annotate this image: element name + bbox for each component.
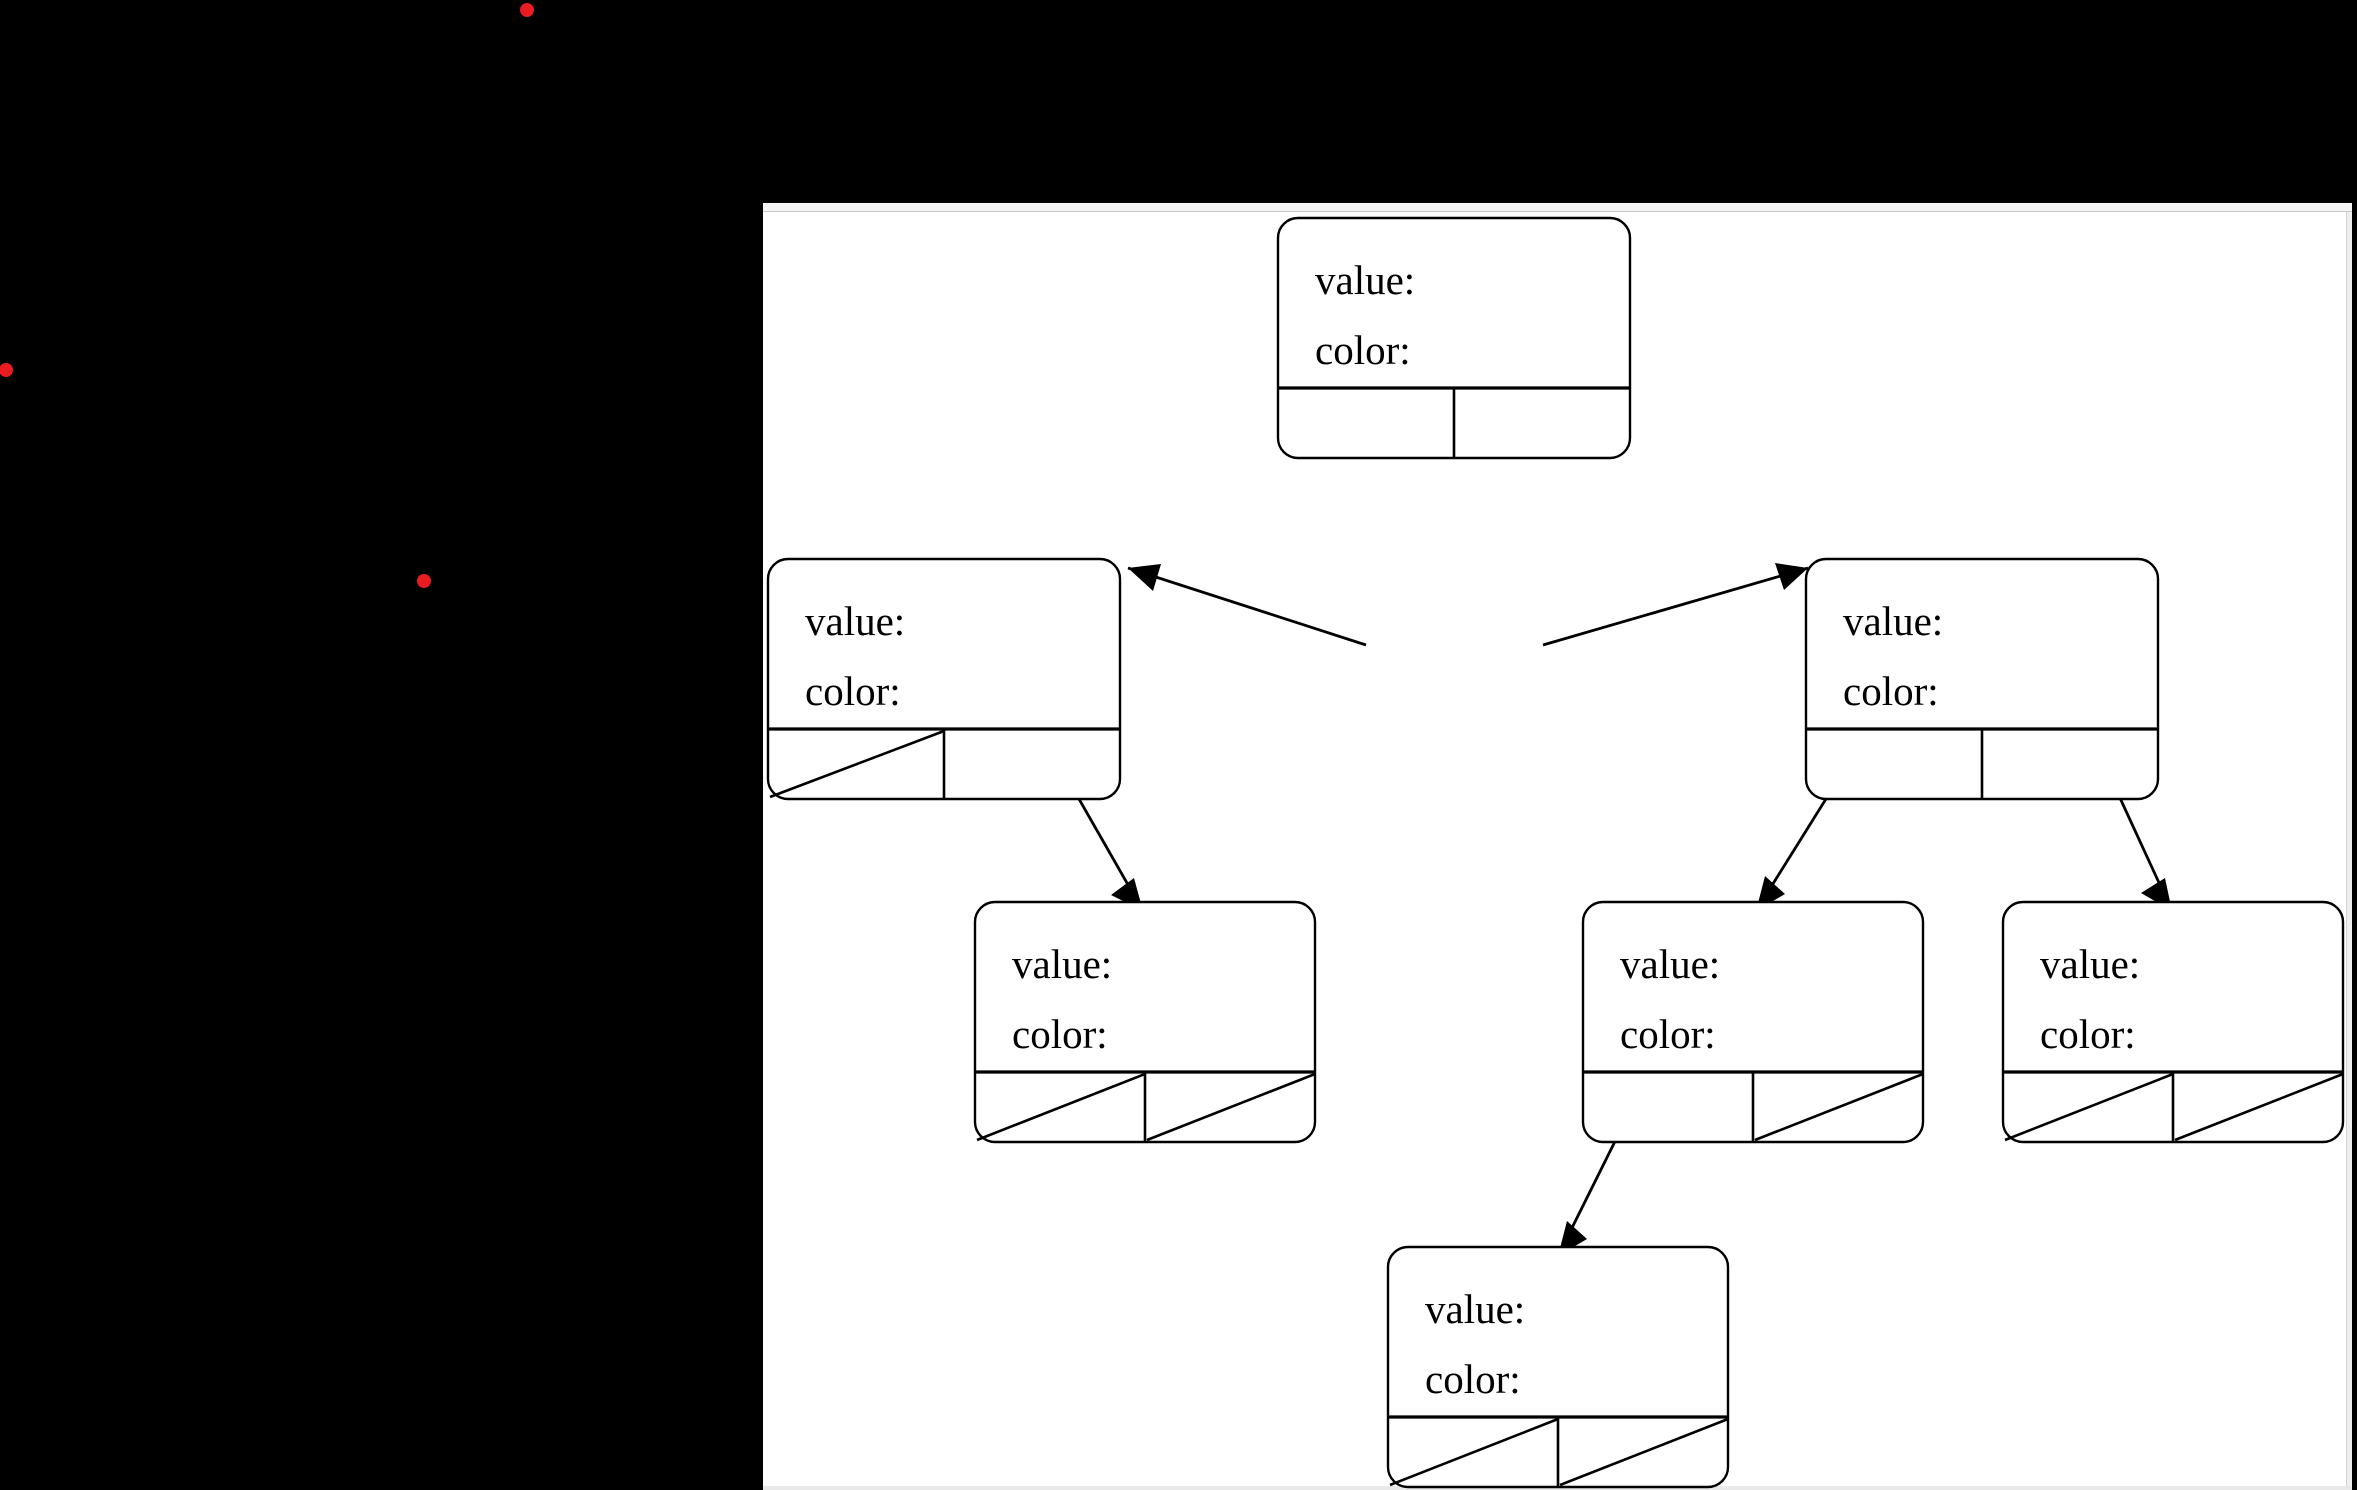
tree-node-right[interactable]: value: color: [1804, 557, 2160, 801]
node-value-label: value: [1425, 1286, 1525, 1332]
node-value-label: value: [805, 598, 905, 644]
document-viewer-panel[interactable]: value: color: value: color: value: color… [763, 203, 2352, 1490]
tree-diagram-canvas: value: color: value: color: value: color… [766, 216, 2345, 1489]
tree-node-right-right[interactable]: value: color: [2001, 900, 2345, 1144]
node-color-label: color: [1315, 327, 1411, 373]
node-value-label: value: [2040, 941, 2140, 987]
node-value-label: value: [1012, 941, 1112, 987]
red-dot-left [0, 363, 13, 377]
edge-root-left [1127, 564, 1367, 647]
tree-node-root[interactable]: value: color: [1276, 216, 1632, 460]
tree-node-right-left[interactable]: value: color: [1581, 900, 1925, 1144]
tree-node-bottom[interactable]: value: color: [1386, 1245, 1730, 1489]
tree-node-left[interactable]: value: color: [766, 557, 1122, 801]
red-dot-middle [417, 574, 431, 588]
node-value-label: value: [1315, 257, 1415, 303]
node-color-label: color: [805, 668, 901, 714]
red-dot-top [520, 3, 534, 17]
vertical-scrollbar[interactable] [2346, 212, 2352, 1490]
node-color-label: color: [1425, 1356, 1521, 1402]
edge-root-right [1542, 563, 1809, 647]
node-color-label: color: [1620, 1011, 1716, 1057]
node-color-label: color: [2040, 1011, 2136, 1057]
panel-top-strip [763, 203, 2352, 212]
tree-node-left-right[interactable]: value: color: [973, 900, 1317, 1144]
node-color-label: color: [1012, 1011, 1108, 1057]
node-value-label: value: [1620, 941, 1720, 987]
node-color-label: color: [1843, 668, 1939, 714]
node-value-label: value: [1843, 598, 1943, 644]
